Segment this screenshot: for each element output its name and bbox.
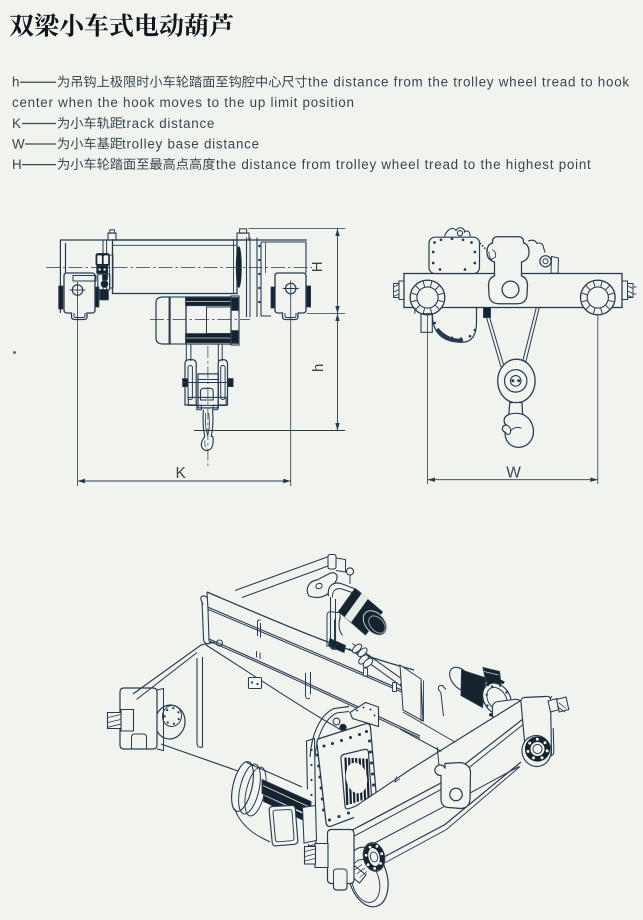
svg-text:h: h <box>12 75 20 90</box>
svg-text:K: K <box>175 465 186 482</box>
svg-text:h: h <box>310 363 327 372</box>
svg-text:the distance from the trolley: the distance from the trolley wheel trea… <box>308 75 630 90</box>
svg-text:track distance: track distance <box>122 116 215 131</box>
svg-text:W: W <box>12 136 25 151</box>
svg-text:the distance from trolley whee: the distance from trolley wheel tread to… <box>216 157 591 172</box>
svg-text:H: H <box>309 261 326 273</box>
svg-text:W: W <box>506 465 521 482</box>
svg-text:center when the hook moves to: center when the hook moves to the up lim… <box>12 95 355 110</box>
svg-text:trolley base distance: trolley base distance <box>122 136 260 151</box>
svg-text:K: K <box>12 116 22 131</box>
svg-text:H: H <box>12 157 22 172</box>
